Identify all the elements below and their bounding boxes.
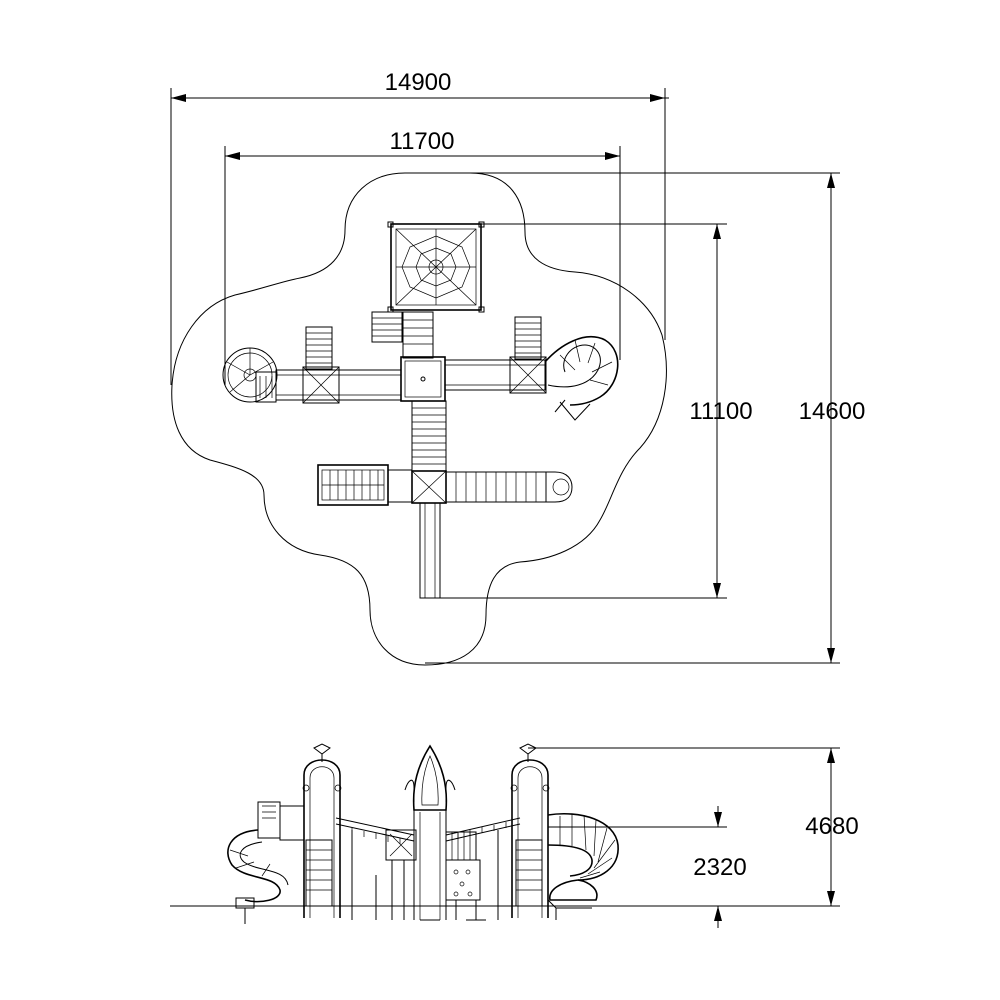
central-rocket-tower (404, 744, 456, 920)
left-spiral-slide (222, 347, 278, 403)
left-arch-tower (302, 743, 342, 918)
left-bridge (275, 366, 402, 404)
elevation-view: 4680 2320 (170, 743, 859, 928)
right-elevation-tube-slide (547, 813, 619, 920)
dimension-inner-depth: 11100 (436, 223, 753, 599)
lower-right-bridge (445, 471, 573, 503)
right-bridge (444, 356, 547, 394)
dim-label-4680: 4680 (805, 813, 858, 840)
dim-label-2320: 2320 (693, 854, 746, 881)
dimension-total-depth: 14600 (425, 172, 866, 664)
dim-label-11700: 11700 (390, 128, 455, 155)
dimension-platform-height: 2320 (548, 806, 747, 928)
dimension-inner-width: 11700 (224, 128, 621, 385)
straight-slide (419, 502, 441, 599)
elevation-bridges (335, 817, 521, 920)
dim-label-14900: 14900 (385, 69, 452, 96)
left-elevation-ladder (305, 839, 333, 907)
dimension-total-width: 14900 (170, 69, 669, 385)
plan-view: 14900 11700 11100 14600 (170, 69, 866, 666)
dimension-total-height: 4680 (528, 747, 859, 906)
right-tube-slide (544, 335, 619, 421)
central-ladder-bridge (411, 400, 447, 472)
dim-label-11100: 11100 (689, 398, 752, 425)
safety-zone-outline (171, 172, 667, 666)
lower-platform (411, 470, 447, 504)
central-platform (400, 356, 446, 402)
small-steps (371, 311, 434, 359)
right-ladder (514, 316, 542, 360)
right-elevation-ladder (515, 839, 543, 907)
dim-label-14600: 14600 (799, 398, 866, 425)
left-ladder (305, 326, 333, 370)
right-arch-tower (510, 743, 550, 918)
lower-left-panel (317, 464, 413, 506)
net-tower-roof (387, 221, 485, 313)
left-elevation-spiral-slide (227, 801, 305, 924)
